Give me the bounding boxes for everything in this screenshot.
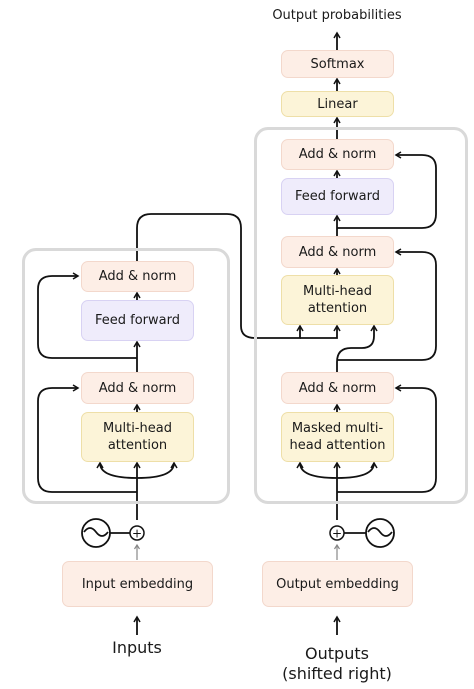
decoder-feed-forward: Feed forward xyxy=(281,178,394,215)
encoder-qkv-right xyxy=(136,461,178,479)
encoder-add-norm-top: Add & norm xyxy=(81,261,194,292)
decoder-add-norm-mid: Add & norm xyxy=(281,236,394,268)
encoder-qkv-left xyxy=(96,461,138,479)
linear-box: Linear xyxy=(281,91,394,117)
encoder-attention: Multi-head attention xyxy=(81,412,194,462)
encoder-add-norm-bottom: Add & norm xyxy=(81,372,194,404)
decoder-query-to-attn xyxy=(336,324,378,372)
encoder-feed-forward: Feed forward xyxy=(81,300,194,341)
decoder-residual-2 xyxy=(337,248,437,361)
decoder-cross-attention: Multi-head attention xyxy=(281,275,394,325)
outputs-label: Outputs (shifted right) xyxy=(282,644,392,683)
decoder-plus-symbol: + xyxy=(332,527,342,541)
input-embedding-box: Input embedding xyxy=(62,561,213,607)
encoder-block xyxy=(22,248,230,504)
decoder-qkv-right xyxy=(336,461,378,479)
inputs-label: Inputs xyxy=(112,638,162,657)
encoder-to-decoder xyxy=(136,213,304,339)
encoder-positional-encoding-icon xyxy=(81,518,130,548)
softmax-box: Softmax xyxy=(281,50,394,78)
decoder-positional-encoding-icon xyxy=(344,518,395,548)
decoder-add-norm-bottom: Add & norm xyxy=(281,372,394,404)
encoder-to-decoder-k xyxy=(300,324,341,339)
decoder-add-icon xyxy=(329,525,345,541)
encoder-residual-2 xyxy=(37,272,137,359)
encoder-add-icon xyxy=(129,525,145,541)
encoder-residual-1 xyxy=(37,384,137,493)
output-embedding-box: Output embedding xyxy=(262,561,413,607)
decoder-qkv-left xyxy=(296,461,338,479)
decoder-residual-3 xyxy=(337,151,437,229)
decoder-masked-attention: Masked multi- head attention xyxy=(281,412,394,462)
decoder-add-norm-top: Add & norm xyxy=(281,139,394,170)
decoder-block xyxy=(254,127,468,504)
encoder-plus-symbol: + xyxy=(132,527,142,541)
decoder-residual-1 xyxy=(337,384,437,493)
output-probabilities-label: Output probabilities xyxy=(272,8,402,23)
